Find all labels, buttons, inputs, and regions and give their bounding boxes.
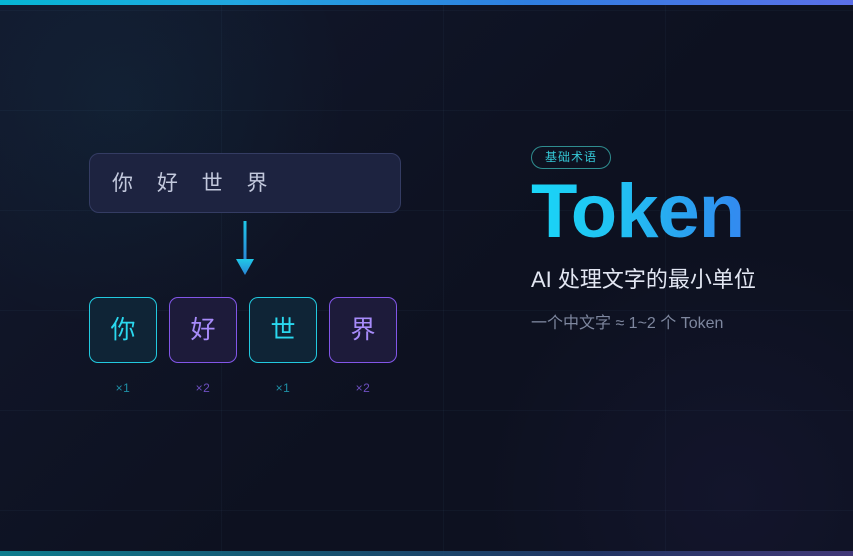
token-card[interactable]: 好 [169, 297, 237, 363]
token-card[interactable]: 世 [249, 297, 317, 363]
source-text-box: 你 好 世 界 [89, 153, 401, 213]
token-card[interactable]: 界 [329, 297, 397, 363]
token-char: 好 [190, 315, 216, 344]
token-card[interactable]: 你 [89, 297, 157, 363]
token-count: ×2 [195, 381, 211, 395]
flow-arrow [89, 221, 401, 281]
top-accent-bar [0, 0, 853, 5]
token-char: 你 [110, 315, 136, 344]
source-text: 你 好 世 界 [112, 171, 277, 195]
token-count: ×2 [355, 381, 371, 395]
subtitle: AI 处理文字的最小单位 [531, 266, 756, 292]
concept-panel: 基础术语 Token AI 处理文字的最小单位 一个中文字 ≈ 1~2 个 To… [531, 146, 831, 335]
token-cards: 你 ×1 好 ×2 世 ×1 界 ×2 [89, 297, 401, 395]
token-item: 世 ×1 [249, 297, 317, 395]
token-char: 世 [270, 315, 296, 344]
token-count: ×1 [275, 381, 291, 395]
down-arrow-icon [236, 221, 254, 275]
token-item: 界 ×2 [329, 297, 397, 395]
supporting-note: 一个中文字 ≈ 1~2 个 Token [531, 315, 724, 333]
token-count: ×1 [115, 381, 131, 395]
token-item: 你 ×1 [89, 297, 157, 395]
tokenization-diagram: 你 好 世 界 你 ×1 [89, 153, 401, 395]
category-badge: 基础术语 [531, 146, 612, 169]
token-item: 好 ×2 [169, 297, 237, 395]
token-char: 界 [350, 315, 376, 344]
bottom-accent-bar [0, 551, 853, 556]
page-title: Token [531, 172, 831, 252]
